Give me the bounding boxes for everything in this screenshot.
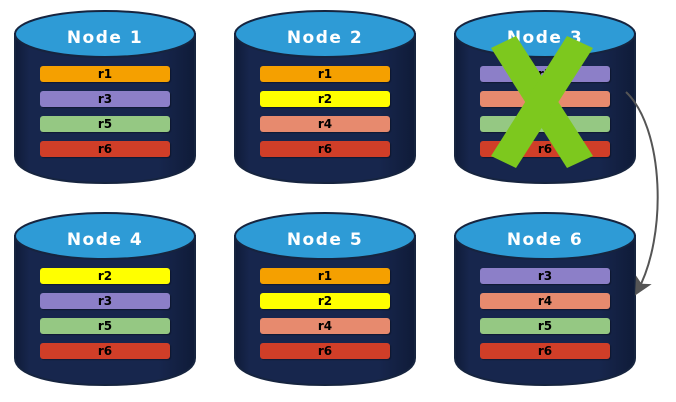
replica-bar[interactable]: r2 [260,91,390,107]
replica-label: r6 [537,344,553,358]
replica-bar[interactable]: r2 [40,268,170,284]
cylinder-top-ellipse [14,212,196,260]
replica-bar[interactable]: r3 [480,268,610,284]
replica-bar[interactable]: r5 [480,116,610,132]
replica-bar[interactable]: r1 [260,66,390,82]
replica-bar-list: r1 r2 r4 r6 [260,66,390,166]
replica-label: r6 [317,142,333,156]
replica-bar[interactable]: r4 [260,116,390,132]
replica-bar[interactable]: r5 [40,116,170,132]
replica-label: r5 [97,319,113,333]
replica-bar[interactable]: r3 [40,91,170,107]
cylinder-top-ellipse [454,212,636,260]
replica-label: r4 [317,117,333,131]
replica-bar[interactable]: r4 [480,293,610,309]
replica-label: r2 [317,92,333,106]
replica-bar[interactable]: r6 [260,343,390,359]
replica-bar[interactable]: r3 [480,66,610,82]
replica-label: r1 [317,269,333,283]
replica-bar-list: r1 r3 r5 r6 [40,66,170,166]
replica-label: r1 [97,67,113,81]
replica-bar[interactable]: r6 [40,343,170,359]
replica-label: r6 [537,142,553,156]
replica-bar[interactable]: r5 [480,318,610,334]
replica-label: r4 [317,319,333,333]
replica-label: r5 [537,117,553,131]
cylinder-top-ellipse [234,10,416,58]
replica-bar[interactable]: r3 [40,293,170,309]
cylinder-top-ellipse [14,10,196,58]
replica-label: r1 [317,67,333,81]
replica-label: r3 [537,269,553,283]
cylinder-top-ellipse [454,10,636,58]
replica-bar[interactable]: r1 [260,268,390,284]
replica-bar-list: r2 r3 r5 r6 [40,268,170,368]
replica-label: r3 [537,67,553,81]
replica-bar[interactable]: r6 [480,343,610,359]
replica-label: r4 [537,92,553,106]
replica-label: r4 [537,294,553,308]
replica-bar[interactable]: r2 [260,293,390,309]
replica-bar[interactable]: r4 [480,91,610,107]
replica-label: r5 [97,117,113,131]
replica-label: r2 [97,269,113,283]
replica-label: r3 [97,294,113,308]
replica-bar[interactable]: r1 [40,66,170,82]
replica-label: r6 [97,344,113,358]
replica-bar-list: r3 r4 r5 r6 [480,66,610,166]
replica-bar[interactable]: r6 [480,141,610,157]
replica-bar[interactable]: r6 [40,141,170,157]
replica-label: r5 [537,319,553,333]
replica-bar[interactable]: r5 [40,318,170,334]
replica-label: r2 [317,294,333,308]
replica-bar-list: r1 r2 r4 r6 [260,268,390,368]
replica-bar[interactable]: r6 [260,141,390,157]
cylinder-top-ellipse [234,212,416,260]
replica-label: r3 [97,92,113,106]
replica-bar-list: r3 r4 r5 r6 [480,268,610,368]
replica-bar[interactable]: r4 [260,318,390,334]
replica-label: r6 [97,142,113,156]
replica-label: r6 [317,344,333,358]
